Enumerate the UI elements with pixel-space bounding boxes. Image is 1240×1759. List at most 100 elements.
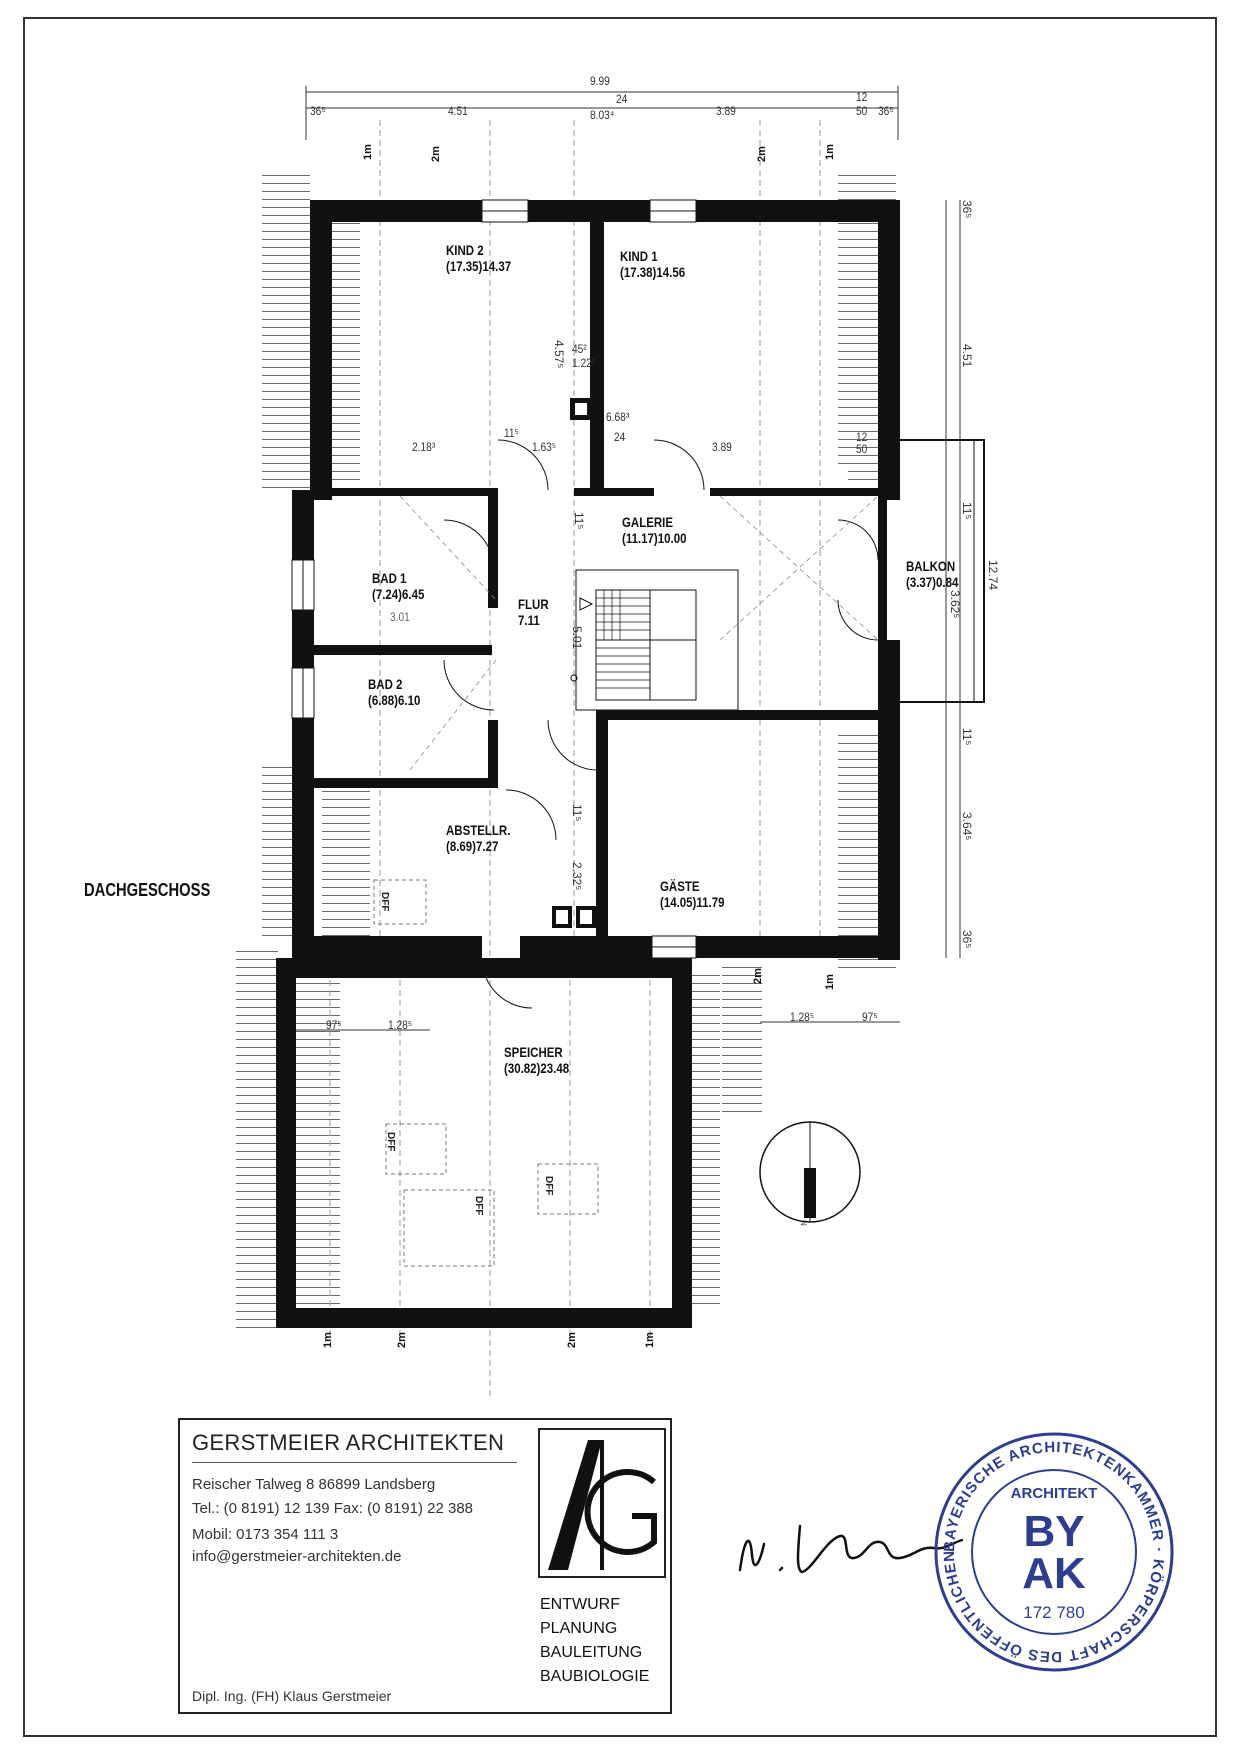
dim-right: 11⁵ <box>960 502 974 520</box>
dim-speicher-left: 1.28⁵ <box>388 1018 413 1032</box>
floor-title: DACHGESCHOSS <box>84 880 211 900</box>
stamp-mark-bottom: AK <box>1022 1549 1086 1598</box>
dimension-lines <box>296 86 961 1031</box>
service-item: BAULEITUNG <box>540 1644 643 1661</box>
doors <box>443 439 879 1009</box>
signature <box>738 1524 964 1574</box>
roof-hatch-kind2 <box>330 222 360 484</box>
dim-middle: 4.57⁵ <box>552 340 566 369</box>
void-diagonals <box>399 495 879 771</box>
dim-inner: 1.63⁵ <box>532 440 557 454</box>
room-bad1: BAD 1 (7.24)6.45 <box>372 570 424 602</box>
service-item: ENTWURF <box>540 1596 620 1613</box>
dim-inner: 24 <box>614 430 626 444</box>
axis-mark: 1m <box>322 1332 334 1348</box>
room-galerie: GALERIE (11.17)10.00 <box>622 514 686 546</box>
room-kind2: KIND 2 (17.35)14.37 <box>446 242 511 274</box>
north-label: N <box>799 1220 808 1226</box>
service-item: PLANUNG <box>540 1620 618 1637</box>
email-line[interactable]: info@gerstmeier-architekten.de <box>192 1548 402 1565</box>
firm-name: GERSTMEIER ARCHITEKTEN <box>192 1430 505 1455</box>
dim-right: 3.62⁵ <box>948 590 962 619</box>
ag-logo-icon <box>548 1440 657 1570</box>
service-item: BAUBIOLOGIE <box>540 1668 650 1685</box>
dim-top-small: 24 <box>616 92 628 106</box>
room-name: KIND 1 <box>620 248 658 264</box>
dim-middle: 6.68³ <box>606 410 630 424</box>
roof-hatch-speicher-right <box>722 962 762 1112</box>
dim-inner: 12 <box>856 430 868 444</box>
stair-arrow <box>579 597 594 611</box>
dim-speicher-left: 97⁵ <box>326 1018 342 1032</box>
balcony-outline <box>885 439 985 703</box>
axis-mark: 2m <box>756 146 768 162</box>
room-kind1: KIND 1 (17.38)14.56 <box>620 248 685 280</box>
stamp-number: 172 780 <box>1023 1603 1084 1622</box>
room-area: (8.69)7.27 <box>446 838 499 854</box>
dim-inner: 50 <box>856 442 868 456</box>
room-area: (14.05)11.79 <box>660 894 725 910</box>
dim-right: 12.74 <box>986 560 1000 591</box>
address-line: Reischer Talweg 8 86899 Landsberg <box>192 1476 436 1493</box>
architect-stamp: BAYERISCHE ARCHITEKTENKAMMER · KÖRPERSCH… <box>930 1428 1174 1672</box>
dim-inner: 3.89 <box>712 440 732 454</box>
dim-top: 3.89 <box>716 104 736 118</box>
axis-mark: 2m <box>430 146 442 162</box>
sheet-border <box>23 17 1217 1737</box>
firm-divider <box>192 1462 517 1463</box>
dff-label: DFF <box>473 1196 484 1216</box>
dim-right: 36⁵ <box>960 930 974 949</box>
dim-right: 36⁵ <box>960 200 974 219</box>
title-block: GERSTMEIER ARCHITEKTEN Reischer Talweg 8… <box>178 1418 672 1714</box>
room-area: (30.82)23.48 <box>504 1060 570 1076</box>
dim-bad-width: 3.01 <box>390 610 410 624</box>
staircase <box>575 569 739 711</box>
dim-inner: 2.18³ <box>412 440 436 454</box>
room-name: BAD 2 <box>368 676 403 692</box>
room-name: FLUR <box>518 596 549 612</box>
room-area: (11.17)10.00 <box>622 530 687 546</box>
dim-top: 36⁵ <box>310 104 326 118</box>
walls <box>276 200 900 1328</box>
dim-middle: 45² <box>572 342 587 356</box>
roof-windows <box>373 879 599 1267</box>
dim-speicher-right: 1.28⁵ <box>790 1010 815 1024</box>
grid-lines <box>329 120 821 1400</box>
room-name: ABSTELLR. <box>446 822 511 838</box>
dim-inner: 11⁵ <box>504 426 519 440</box>
dim-right: 3.64⁵ <box>960 812 974 841</box>
engineer-name: Dipl. Ing. (FH) Klaus Gerstmeier <box>192 1688 392 1704</box>
room-name: BALKON <box>906 558 956 574</box>
room-area: (7.24)6.45 <box>372 586 425 602</box>
dff-label: DFF <box>543 1176 554 1196</box>
dff-label: DFF <box>379 892 390 912</box>
dim-speicher-right: 97⁵ <box>862 1010 878 1024</box>
roof-hatch-speicher-inner-left <box>296 968 340 1306</box>
room-balkon: BALKON (3.37)0.84 <box>906 558 958 590</box>
room-flur: FLUR 7.11 <box>518 596 549 628</box>
dim-abst: 2.32⁵ <box>570 862 584 891</box>
roof-hatch-speicher-left <box>236 948 278 1328</box>
axis-mark: 1m <box>644 1332 656 1348</box>
dim-middle: 1.22¹ <box>572 356 596 370</box>
room-speicher: SPEICHER (30.82)23.48 <box>504 1044 569 1076</box>
dim-total-width: 9.99 <box>590 74 610 88</box>
room-bad2: BAD 2 (6.88)6.10 <box>368 676 420 708</box>
room-name: KIND 2 <box>446 242 484 258</box>
axis-mark: 1m <box>824 974 836 990</box>
room-area: 7.11 <box>518 612 540 628</box>
dim-top-small: 12 <box>856 90 868 104</box>
room-gaeste: GÄSTE (14.05)11.79 <box>660 878 724 910</box>
dim-right: 11⁵ <box>960 728 974 746</box>
north-needle <box>804 1168 816 1218</box>
dim-top: 36⁵ <box>878 104 894 118</box>
axis-mark: 2m <box>396 1332 408 1348</box>
dim-top: 50 <box>856 104 868 118</box>
roof-hatch-left-upper <box>262 168 310 488</box>
room-name: BAD 1 <box>372 570 407 586</box>
room-abstellraum: ABSTELLR. (8.69)7.27 <box>446 822 510 854</box>
dim-top: 8.03⁴ <box>590 108 615 122</box>
dff-label: DFF <box>385 1132 396 1152</box>
